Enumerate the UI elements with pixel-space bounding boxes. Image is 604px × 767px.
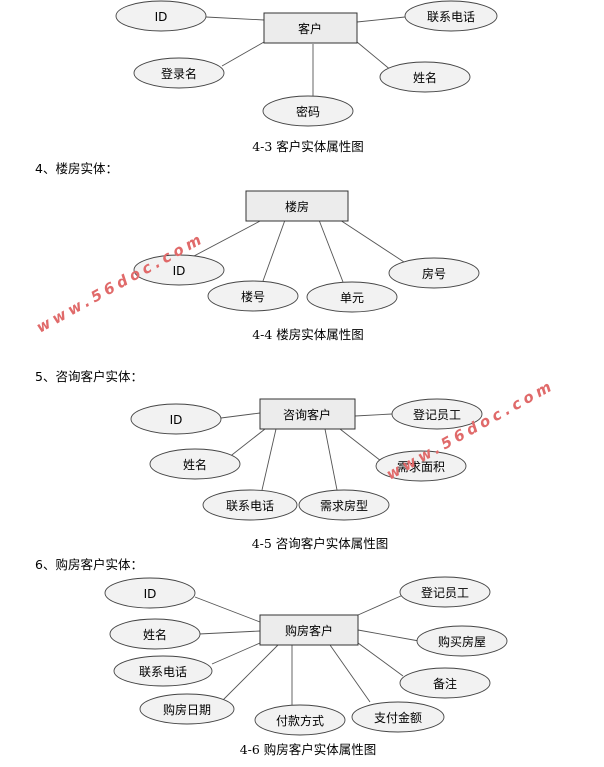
inquiry-attr-area-label: 需求面积 — [397, 460, 445, 474]
customer-diagram: 客户 ID 联系电话 登录名 姓名 密码 4-3 客户实体属性图 — [115, 0, 498, 154]
building-entity-box — [245, 190, 349, 222]
inquiry-customer-diagram: 咨询客户 ID 登记员工 姓名 需求面积 联系电话 需求房型 4-5 咨询客户实… — [130, 398, 483, 551]
purchase-attr-id — [104, 577, 196, 609]
purchase-attr-pay-method-label: 付款方式 — [276, 713, 324, 728]
purchase-attr-date — [139, 693, 235, 725]
building-attr-unit-label: 单元 — [340, 291, 364, 305]
building-attr-id-label: ID — [173, 264, 186, 278]
line-purchase-staff — [357, 594, 404, 616]
customer-attr-login-label: 登录名 — [161, 66, 197, 81]
caption-4-4: 4-4 楼房实体属性图 — [252, 327, 364, 342]
purchase-attr-name-label: 姓名 — [143, 627, 167, 642]
inquiry-attr-phone — [202, 489, 298, 521]
customer-attr-password — [262, 95, 354, 127]
customer-entity-label: 客户 — [298, 21, 322, 36]
purchase-attr-phone-label: 联系电话 — [139, 665, 187, 679]
caption-4-3: 4-3 客户实体属性图 — [252, 139, 364, 154]
purchase-attr-pay-method — [254, 704, 346, 736]
purchase-attr-note-label: 备注 — [433, 676, 457, 691]
building-attr-room-no-label: 房号 — [422, 266, 446, 281]
line-inquiry-phone — [261, 428, 277, 491]
purchase-attr-staff-label: 登记员工 — [421, 585, 469, 600]
line-purchase-date — [221, 644, 279, 702]
building-attr-building-no-label: 楼号 — [241, 289, 265, 304]
inquiry-attr-room-type — [298, 489, 390, 521]
line-customer-name — [356, 41, 393, 72]
purchase-attr-note — [399, 667, 491, 699]
heading-building-entity: 4、楼房实体： — [35, 161, 118, 176]
building-attr-room-no — [388, 257, 480, 289]
line-inquiry-id — [220, 412, 261, 419]
building-attr-unit — [306, 281, 398, 313]
line-purchase-name — [198, 630, 261, 635]
purchase-attr-phone — [113, 655, 213, 687]
building-attr-building-no — [207, 280, 299, 312]
line-building-no — [262, 219, 286, 282]
line-customer-id — [205, 16, 265, 21]
customer-attr-id — [115, 0, 207, 32]
heading-purchase-customer-entity: 6、购房客户实体： — [35, 557, 143, 572]
purchase-attr-house — [416, 625, 508, 657]
customer-entity-box — [263, 12, 358, 44]
purchase-attr-amount — [351, 701, 445, 733]
line-purchase-note — [357, 642, 404, 677]
watermark-right: www.56doc.com — [383, 376, 558, 484]
inquiry-attr-area — [375, 450, 467, 482]
inquiry-attr-name — [149, 448, 241, 480]
building-entity-label: 楼房 — [285, 199, 309, 214]
inquiry-entity-label: 咨询客户 — [283, 407, 331, 422]
customer-attr-password-label: 密码 — [296, 104, 320, 119]
line-inquiry-area — [339, 428, 382, 462]
inquiry-entity-box — [259, 398, 356, 430]
inquiry-attr-room-type-label: 需求房型 — [320, 498, 368, 513]
caption-4-6: 4-6 购房客户实体属性图 — [240, 742, 377, 757]
line-building-room — [339, 219, 405, 263]
line-purchase-house — [357, 629, 420, 642]
line-purchase-amount — [329, 644, 371, 703]
caption-4-5: 4-5 咨询客户实体属性图 — [252, 536, 389, 551]
purchase-attr-amount-label: 支付金额 — [374, 710, 422, 725]
inquiry-attr-staff-label: 登记员工 — [413, 407, 461, 422]
customer-attr-login — [133, 57, 225, 89]
customer-attr-id-label: ID — [155, 10, 168, 24]
inquiry-attr-staff — [391, 398, 483, 430]
inquiry-attr-id-label: ID — [170, 413, 183, 427]
line-inquiry-type — [324, 428, 338, 491]
heading-inquiry-customer-entity: 5、咨询客户实体： — [35, 369, 143, 384]
line-purchase-phone — [211, 642, 261, 665]
line-inquiry-staff — [354, 413, 393, 417]
line-customer-phone — [356, 16, 406, 23]
customer-attr-phone — [404, 0, 498, 32]
line-purchase-id — [194, 596, 261, 623]
line-building-id — [193, 219, 263, 257]
purchase-entity-box — [259, 614, 359, 646]
purchase-attr-staff — [399, 576, 491, 608]
inquiry-attr-id — [130, 403, 222, 435]
purchase-attr-house-label: 购买房屋 — [438, 634, 486, 649]
building-diagram: 楼房 ID 楼号 单元 房号 4-4 楼房实体属性图 — [133, 190, 480, 342]
customer-attr-name — [379, 61, 471, 93]
purchase-entity-label: 购房客户 — [285, 623, 333, 638]
inquiry-attr-name-label: 姓名 — [183, 457, 207, 472]
customer-attr-name-label: 姓名 — [413, 70, 437, 85]
purchase-attr-id-label: ID — [144, 587, 157, 601]
customer-attr-phone-label: 联系电话 — [427, 10, 475, 24]
purchase-attr-name — [109, 618, 201, 650]
inquiry-attr-phone-label: 联系电话 — [226, 499, 274, 513]
line-customer-login — [221, 41, 265, 67]
line-inquiry-name — [227, 428, 266, 459]
building-attr-id — [133, 254, 225, 286]
purchase-attr-date-label: 购房日期 — [163, 702, 211, 717]
purchase-customer-diagram: 购房客户 ID 登记员工 姓名 购买房屋 联系电话 备注 购房日期 付款方式 支… — [104, 576, 508, 757]
line-building-unit — [318, 219, 344, 283]
